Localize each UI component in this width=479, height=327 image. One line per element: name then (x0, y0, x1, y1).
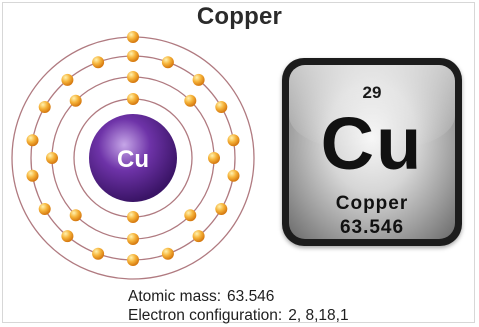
electron-shell-3 (92, 56, 105, 69)
element-symbol: Cu (320, 102, 424, 185)
electron-shell-3 (192, 73, 205, 86)
electron-shell-3 (127, 254, 139, 266)
electron-shell-3 (227, 134, 240, 147)
element-name: Copper (335, 193, 409, 214)
electron-shell-3 (38, 203, 51, 215)
electron-shell-2 (127, 233, 139, 245)
atomic-mass-value: 63.546 (227, 288, 275, 305)
electron-shell-3 (61, 230, 74, 243)
element-tile-face: 29 Cu Copper 63.546 (289, 65, 455, 239)
electron-shell-3 (61, 73, 74, 86)
electron-shell-3 (192, 230, 205, 243)
atomic-number: 29 (362, 83, 382, 102)
electron-shell-2 (46, 152, 58, 164)
electron-shell-3 (215, 101, 228, 113)
electron-shell-3 (26, 169, 39, 182)
element-mass: 63.546 (339, 217, 405, 238)
electron-shell-2 (208, 152, 220, 164)
electron-shell-2 (69, 94, 82, 107)
nucleus (89, 114, 177, 202)
electron-shell-4 (127, 31, 139, 43)
electron-shell-3 (161, 56, 174, 69)
electron-config-label: Electron configuration: (128, 307, 283, 324)
electron-shell-1 (127, 211, 139, 223)
electron-shell-3 (215, 203, 228, 215)
electron-shell-2 (184, 209, 197, 222)
electron-shell-3 (161, 247, 174, 260)
electron-config-value: 2, 8,18,1 (288, 307, 349, 324)
electron-shell-3 (26, 134, 39, 147)
electron-shell-2 (69, 209, 82, 222)
electron-group (26, 31, 240, 266)
electron-shell-2 (184, 94, 197, 107)
tile-gloss (289, 65, 455, 149)
element-tile: 29 Cu Copper 63.546 (282, 58, 462, 246)
page-title: Copper (196, 3, 283, 30)
nucleus-label: Cu (117, 146, 149, 173)
electron-shell-3 (227, 169, 240, 182)
electron-shell-3 (92, 247, 105, 260)
electron-shell-1 (127, 93, 139, 105)
atomic-mass-line: Atomic mass: 63.546 (128, 288, 274, 306)
image-frame (2, 2, 475, 323)
electron-shell-3 (38, 101, 51, 113)
atomic-mass-label: Atomic mass: (128, 288, 222, 305)
electron-shell-2 (127, 71, 139, 83)
electron-config-line: Electron configuration: 2, 8,18,1 (128, 307, 349, 325)
electron-shell-3 (127, 50, 139, 62)
